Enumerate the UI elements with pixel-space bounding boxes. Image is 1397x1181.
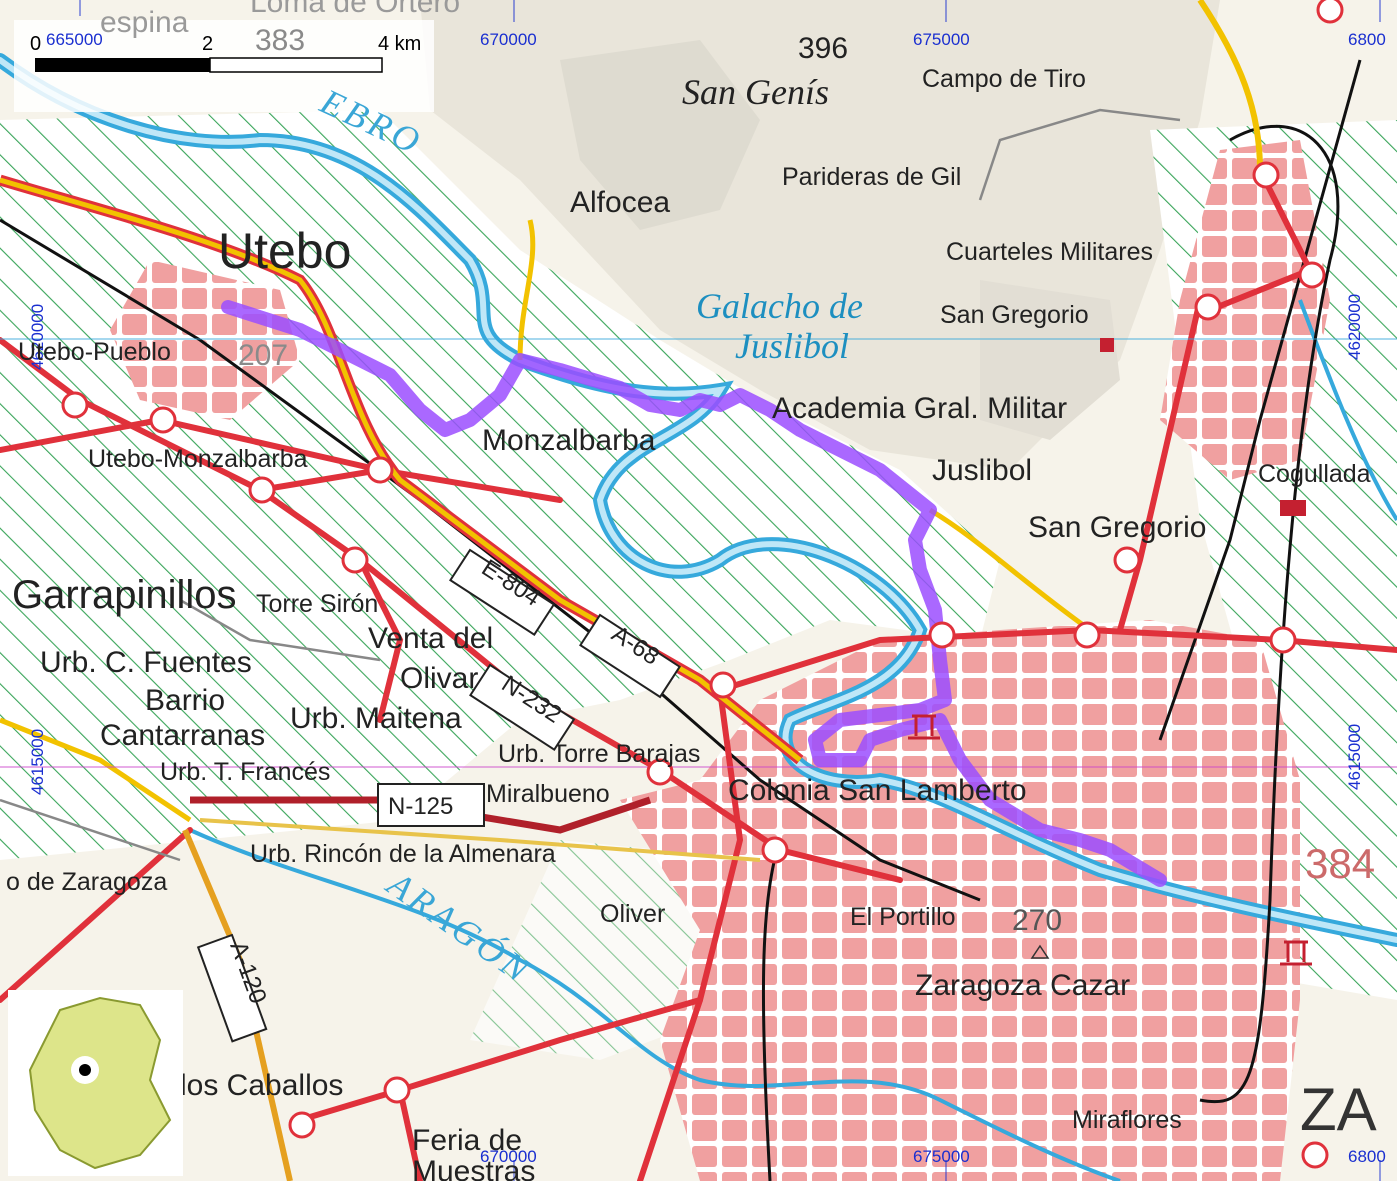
ebro-river-inner [0,57,1397,943]
label-za: ZA [1300,1076,1377,1143]
junction-markers [61,0,1344,1169]
label-monzalbarba: Monzalbarba [482,424,656,457]
shield-a120 [196,933,268,1043]
label-urb-maitena: Urb. Maitena [290,702,462,735]
label-cantarranas: Cantarranas [100,719,265,752]
label-academia-militar: Academia Gral. Militar [772,392,1067,425]
fortress-icon [1280,500,1306,516]
vertex-triangle-icon [1030,944,1050,959]
label-alfocea: Alfocea [570,186,670,219]
elevation-384: 384 [1305,840,1375,887]
label-san-genis: San Genís [682,72,829,112]
label-urb-rincon: Urb. Rincón de la Almenara [250,840,556,868]
grid-x-670000-bottom: 670000 [480,1147,537,1166]
yellow-road-south [199,818,761,862]
shield-e804 [449,548,556,637]
grid-x-670000-top: 670000 [480,30,537,49]
scale-tick-0: 0 [30,33,41,55]
label-cuarteles-militares: Cuarteles Militares [946,238,1153,266]
yellow-road-north [517,219,536,361]
label-urb-barajas: Urb. Torre Barajas [498,740,700,768]
grid-x-675000-top: 675000 [913,30,970,49]
label-muestras: Muestras [412,1155,535,1181]
aragon-river [189,828,1121,1181]
shield-n232 [469,663,576,752]
motorway-a68-core [0,177,802,762]
church-icon [1100,338,1114,352]
monument-icon [908,714,940,740]
elevation-396: 396 [798,32,848,65]
label-loma: Loma de Ortero [250,0,460,19]
railway-east [1158,59,1362,741]
scale-tick-4km: 4 km [378,33,421,55]
label-urb-frances: Urb. T. Francés [160,758,330,786]
label-el-portillo: El Portillo [850,903,956,931]
label-utebo: Utebo [218,223,351,279]
shield-n125 [377,783,485,827]
label-san-gregorio-north: San Gregorio [940,301,1089,329]
grid-y-4615000-left: 4615000 [28,729,47,795]
label-feria-de: Feria de [412,1124,522,1157]
monument-icon-east [1280,940,1312,966]
label-de-zaragoza: o de Zaragoza [6,868,167,896]
shield-n125-label: N-125 [388,793,453,820]
label-parideras-de-gil: Parideras de Gil [782,163,961,191]
scale-bar [35,57,383,73]
label-espina: espina [100,6,189,39]
label-urb-fuentes: Urb. C. Fuentes [40,646,252,679]
label-san-gregorio-south: San Gregorio [1028,511,1206,544]
hills-shade-dark-2 [980,280,1120,440]
label-campo-de-tiro: Campo de Tiro [922,65,1086,93]
label-olivar: Olivar [400,662,478,695]
label-utebo-pueblo: Utebo-Pueblo [18,338,171,366]
label-barrio: Barrio [145,684,225,717]
shield-a68 [579,613,682,699]
label-zaragoza-cazar: Zaragoza Cazar [915,969,1130,1002]
grid-x-665000: 665000 [46,30,103,49]
label-garrapinillos: Garrapinillos [12,573,237,617]
label-torre-siron: Torre Sirón [256,590,378,618]
inset-aragon-shape [28,996,172,1170]
label-miralbueno: Miralbueno [486,780,610,808]
elevation-270: 270 [1012,904,1062,937]
scale-tick-2: 2 [202,33,213,55]
inset-location-marker [79,1064,91,1076]
label-utebo-monzalbarba: Utebo-Monzalbarba [88,445,308,473]
label-cogullada: Cogullada [1258,460,1371,488]
grid-x-680000-bottom: 6800 [1348,1147,1386,1166]
grid-y-4615000-right: 4615000 [1345,724,1364,790]
route-track [221,300,1167,887]
elevation-383: 383 [255,24,305,57]
local-roads [0,108,1181,862]
stream [1298,299,1397,522]
grid-y-4620000-right: 4620000 [1345,294,1364,360]
label-colonia-san-lamberto: Colonia San Lamberto [728,774,1027,807]
label-galacho-juslibol: Juslibol [735,326,849,366]
yellow-road-east [928,507,1092,633]
label-miraflores: Miraflores [1072,1106,1182,1134]
railway-loop [1199,124,1340,1104]
label-juslibol: Juslibol [932,454,1032,487]
yellow-road-west [0,717,192,823]
label-los-caballos: los Caballos [180,1069,343,1102]
label-oliver: Oliver [600,900,665,928]
grid-y-4620000-left: 4620000 [28,304,47,370]
elevation-207: 207 [238,339,288,372]
hills-shade-dark [560,40,760,230]
railway-south [761,839,782,1181]
grid-x-675000-bottom: 675000 [913,1147,970,1166]
label-venta-del: Venta del [368,622,493,655]
motorway-z40 [1197,0,1263,171]
label-galacho-de: Galacho de [696,286,863,326]
grid-x-680000-top: 6800 [1348,30,1386,49]
